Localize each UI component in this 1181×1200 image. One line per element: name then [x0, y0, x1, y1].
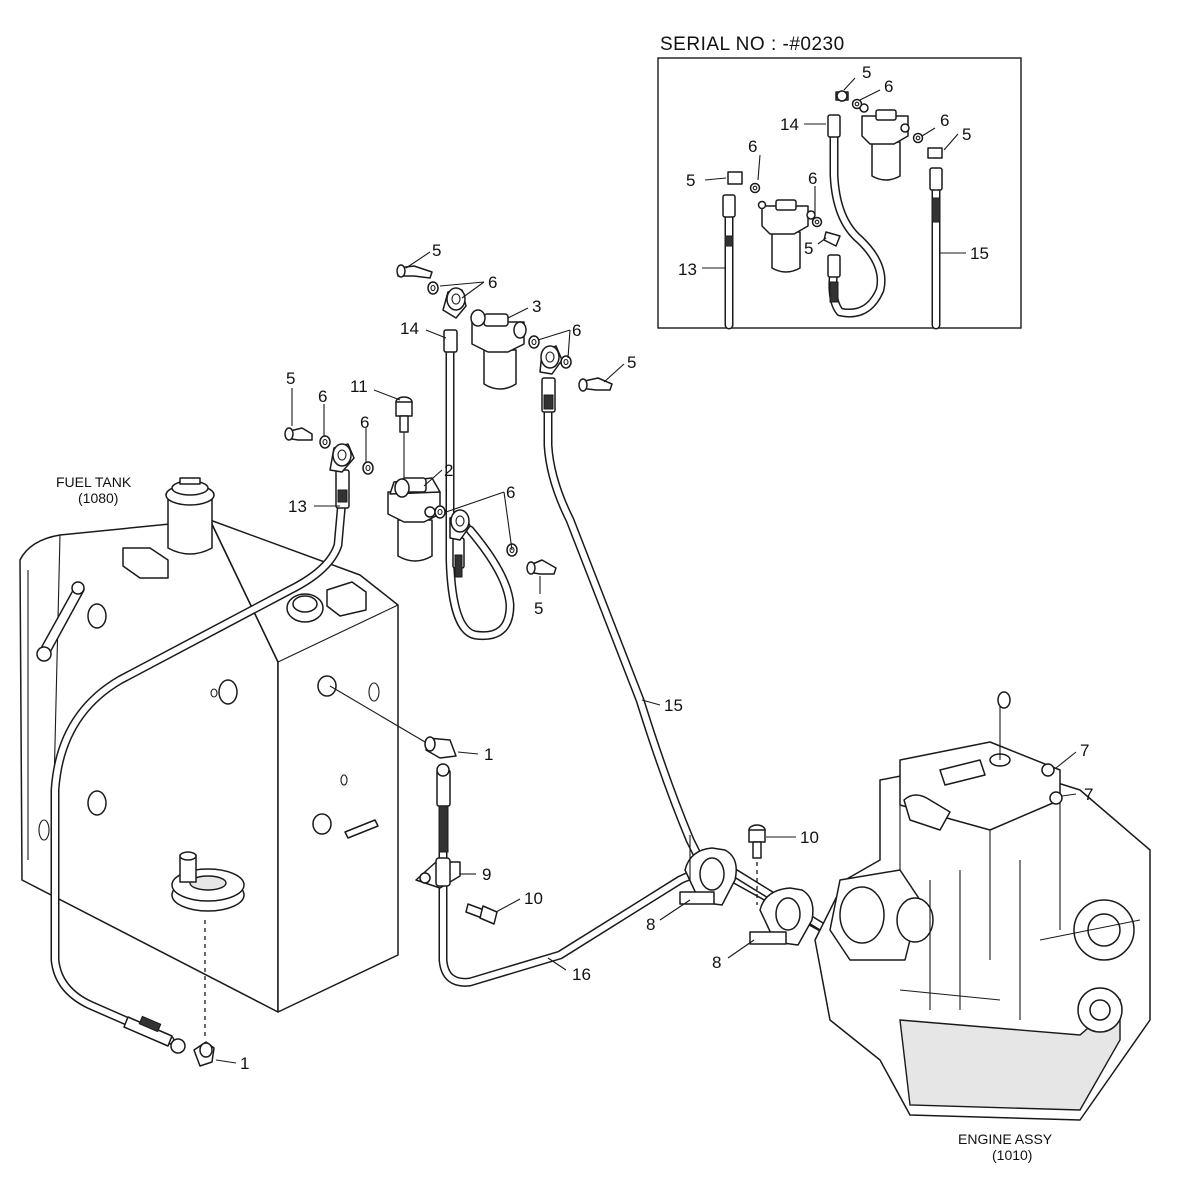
callout-clamp-b: 8 [712, 953, 721, 972]
inset-callout-5d: 5 [804, 239, 813, 258]
callout-bolt-left: 5 [286, 369, 295, 388]
fuel-tank-ref: (1080) [78, 490, 118, 506]
callout-bolt-upper-left: 5 [432, 241, 441, 260]
callout-hose-14: 14 [400, 319, 419, 338]
inset-callout-5a: 5 [862, 63, 871, 82]
callout-bolt-upper-right: 5 [627, 353, 636, 372]
inset-filter-right [859, 103, 910, 181]
inset-callout-13: 13 [678, 260, 697, 279]
tank-fitting-1-upper [329, 685, 457, 759]
inset-callout-6d: 6 [940, 111, 949, 130]
bolt-10-right [689, 824, 766, 905]
bolts-5 [284, 264, 613, 575]
fuel-tank [19, 477, 399, 1040]
callout-bolt-clamp-b: 10 [800, 828, 819, 847]
hose-14 [443, 329, 515, 641]
inset-fittings [727, 90, 943, 247]
hose-13 [50, 469, 350, 1054]
callout-washer-left-a: 6 [318, 387, 327, 406]
engine-assy [814, 691, 1151, 1121]
fuel-filter-2 [387, 477, 441, 562]
clamp-8-a [679, 847, 737, 906]
callout-tank-fitting-lower: 1 [240, 1054, 249, 1073]
callout-tank-fitting-upper: 1 [484, 745, 493, 764]
inset-callout-6a: 6 [884, 77, 893, 96]
serial-inset: SERIAL NO : -#0230 [657, 34, 1022, 330]
inset-callout-14: 14 [780, 115, 799, 134]
inset-callout-5c: 5 [962, 125, 971, 144]
inset-filter-left [757, 199, 816, 273]
washers-6 [319, 281, 572, 557]
callout-pipe-16: 16 [572, 965, 591, 984]
inset-callout-15: 15 [970, 244, 989, 263]
callout-bolt-clamp-a: 10 [524, 889, 543, 908]
banjo-fittings [329, 287, 563, 541]
inset-hose-13 [722, 194, 736, 330]
pipe-15 [541, 377, 705, 865]
callout-washer-upper-right: 6 [572, 321, 581, 340]
inset-callout-6c: 6 [808, 169, 817, 188]
engine-name: ENGINE ASSY [958, 1131, 1053, 1147]
callout-engine-fitting-a: 7 [1080, 741, 1089, 760]
inset-leaders [702, 77, 966, 269]
leader-lines [215, 251, 1077, 1064]
callout-filter-main: 2 [444, 461, 453, 480]
callout-pipe-15: 15 [664, 696, 683, 715]
inset-hose-15 [929, 167, 943, 330]
callout-bolt-center: 5 [534, 599, 543, 618]
callout-bolt-filter: 11 [350, 377, 368, 396]
callout-filter-upper: 3 [532, 297, 541, 316]
inset-frame [657, 57, 1022, 329]
tank-fitting-1-lower [193, 1041, 215, 1067]
callout-hose-clamp: 9 [482, 865, 491, 884]
inset-callout-5b: 5 [686, 171, 695, 190]
bolt-10-left [465, 903, 498, 925]
callout-washer-upper: 6 [488, 273, 497, 292]
fuel-tank-name: FUEL TANK [56, 474, 132, 490]
inset-callout-6b: 6 [748, 137, 757, 156]
callout-engine-fitting-b: 7 [1084, 785, 1093, 804]
callout-clamp-a: 8 [646, 915, 655, 934]
hose-clamp-9 [415, 857, 461, 889]
fuel-filter-3 [470, 309, 527, 390]
bolt-11 [395, 396, 413, 478]
engine-ref: (1010) [992, 1147, 1032, 1163]
inset-hose-14 [827, 114, 886, 318]
clamp-8-b [749, 887, 814, 946]
callout-hose-13: 13 [288, 497, 307, 516]
callout-washer-left-b: 6 [360, 413, 369, 432]
inset-heading: SERIAL NO : -#0230 [660, 34, 845, 55]
callout-washer-center: 6 [506, 483, 515, 502]
